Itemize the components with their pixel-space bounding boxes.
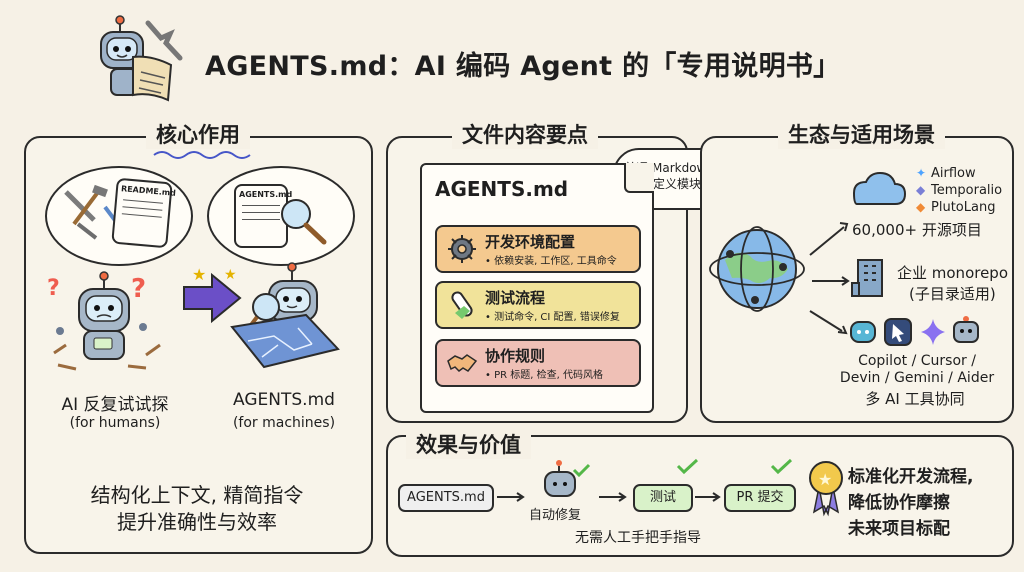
readme-label: README.md bbox=[120, 184, 177, 198]
flow-arrow-3 bbox=[695, 492, 721, 502]
airflow-icon: ✦ bbox=[916, 166, 927, 180]
enterprise-label-2: (子目录适用) bbox=[909, 285, 996, 303]
pr-check-icon bbox=[770, 458, 793, 475]
svg-text:★: ★ bbox=[224, 267, 237, 283]
core-summary-line-1: 结构化上下文, 精简指令 bbox=[90, 483, 304, 507]
content-points-title: 文件内容要点 bbox=[452, 119, 598, 149]
section-collab-title: 协作规则 bbox=[485, 347, 546, 365]
confident-robot-icon bbox=[214, 257, 348, 373]
flow-arrow-1 bbox=[497, 492, 525, 502]
robot-right-label: AGENTS.md bbox=[233, 390, 335, 410]
agents-line-1: Copilot / Cursor / bbox=[858, 353, 976, 369]
agents-line-3: 多 AI 工具协同 bbox=[865, 390, 965, 408]
gemini-icon bbox=[919, 317, 947, 347]
test-tube-icon bbox=[447, 289, 477, 321]
flow-auto-fix: 自动修复 bbox=[529, 508, 582, 523]
temporalio-icon: ◆ bbox=[916, 183, 926, 197]
svg-text:?: ? bbox=[131, 274, 146, 304]
section-testing: 测试流程 • 测试命令, CI 配置, 错误修复 bbox=[435, 281, 641, 329]
wavy-underline bbox=[153, 151, 251, 159]
enterprise-label-1: 企业 monorepo bbox=[897, 264, 1009, 282]
tool-temporalio: Temporalio bbox=[931, 183, 1003, 198]
title-robot-icon bbox=[89, 12, 189, 108]
copilot-icon bbox=[848, 317, 878, 347]
confused-robot-icon: ? ? bbox=[38, 265, 178, 375]
value-line-3: 未来项目标配 bbox=[848, 519, 950, 539]
no-hand-holding-text: 无需人工手把手指导 bbox=[575, 530, 701, 546]
tools-icon bbox=[58, 184, 128, 244]
flow-arrow-2 bbox=[599, 492, 627, 502]
section-dev-environment: 开发环境配置 • 依赖安装, 工作区, 工具命令 bbox=[435, 225, 641, 273]
svg-text:?: ? bbox=[47, 276, 60, 301]
gear-icon bbox=[447, 234, 477, 264]
building-icon bbox=[850, 256, 892, 298]
magnifier-icon bbox=[276, 194, 332, 248]
readme-document: README.md bbox=[111, 177, 177, 249]
flow-test: 测试 bbox=[633, 484, 693, 512]
section-collab-subtitle: • PR 标题, 检查, 代码风格 bbox=[485, 370, 603, 381]
ecosystem-title: 生态与适用场景 bbox=[778, 119, 945, 149]
core-role-title: 核心作用 bbox=[146, 119, 250, 149]
value-title: 效果与价值 bbox=[406, 429, 531, 459]
tool-airflow: Airflow bbox=[931, 166, 976, 181]
aider-robot-icon bbox=[949, 314, 983, 348]
projects-label: 60,000+ 开源项目 bbox=[852, 221, 982, 239]
plutolang-icon: ◆ bbox=[916, 200, 926, 214]
flow-agents-md: AGENTS.md bbox=[398, 484, 494, 512]
section-dev-subtitle: • 依赖安装, 工作区, 工具命令 bbox=[485, 256, 617, 267]
robot-left-subtitle: (for humans) bbox=[69, 415, 161, 431]
auto-fix-robot-icon bbox=[534, 458, 592, 506]
core-summary-line-2: 提升准确性与效率 bbox=[117, 510, 277, 534]
improve-arrow-icon: ★ ★ bbox=[183, 265, 242, 324]
cloud-icon bbox=[849, 170, 907, 210]
section-testing-subtitle: • 测试命令, CI 配置, 错误修复 bbox=[485, 312, 620, 323]
value-line-2: 降低协作摩擦 bbox=[848, 493, 950, 513]
section-dev-title: 开发环境配置 bbox=[485, 233, 576, 251]
flow-pr-submit: PR 提交 bbox=[724, 484, 796, 512]
main-document-title: AGENTS.md bbox=[435, 177, 569, 201]
value-line-1: 标准化开发流程, bbox=[848, 467, 974, 487]
award-badge-icon: ★ bbox=[806, 458, 846, 517]
svg-text:★: ★ bbox=[818, 470, 832, 489]
globe-icon bbox=[705, 214, 810, 324]
robot-right-subtitle: (for machines) bbox=[232, 415, 336, 431]
svg-text:★: ★ bbox=[192, 265, 206, 284]
agents-doc-label: AGENTS.md bbox=[239, 190, 293, 199]
agents-line-2: Devin / Gemini / Aider bbox=[839, 370, 995, 386]
ecosystem-arrows bbox=[809, 222, 850, 335]
agents-document: AGENTS.md bbox=[234, 184, 293, 248]
section-testing-title: 测试流程 bbox=[485, 289, 546, 307]
cursor-icon bbox=[883, 317, 913, 347]
page-title: AGENTS.md：AI 编码 Agent 的「专用说明书」 bbox=[205, 51, 841, 82]
robot-left-label: AI 反复试试探 bbox=[61, 395, 169, 415]
handshake-icon bbox=[446, 349, 478, 377]
tool-plutolang: PlutoLang bbox=[931, 200, 996, 215]
test-check-icon bbox=[676, 458, 699, 475]
section-collaboration: 协作规则 • PR 标题, 检查, 代码风格 bbox=[435, 339, 641, 387]
